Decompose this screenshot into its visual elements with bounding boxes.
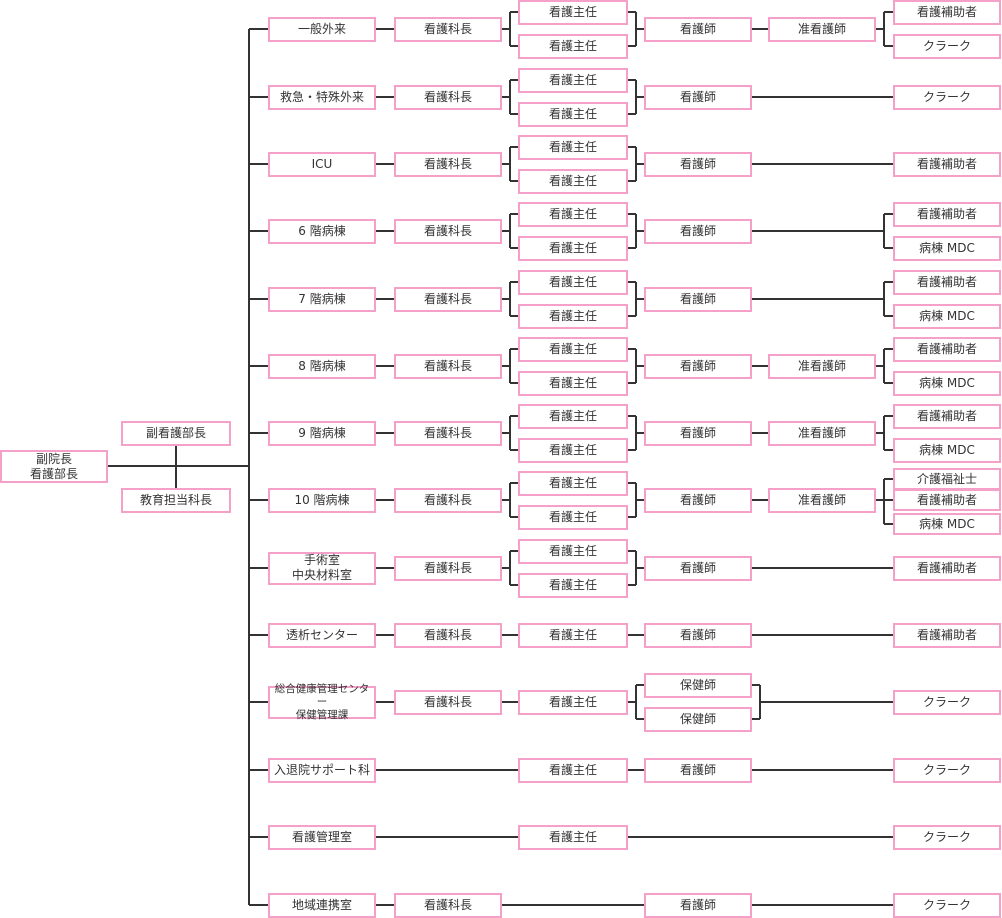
chief-box: 看護科長: [394, 622, 502, 648]
associate-nurse-box: 准看護師: [768, 487, 876, 513]
aide-box: 看護補助者: [893, 336, 1001, 362]
department-box: 地域連携室: [268, 892, 376, 918]
chief-box: 看護科長: [394, 487, 502, 513]
public-health-nurse-box: 保健師: [644, 706, 752, 732]
nurse-box: 看護師: [644, 16, 752, 42]
lead-nurse-box: 看護主任: [518, 370, 628, 396]
mdc-box: 病棟 MDC: [893, 437, 1001, 463]
chief-box: 看護科長: [394, 218, 502, 244]
chief-box: 看護科長: [394, 420, 502, 446]
care-box: 介護福祉士: [893, 468, 1001, 490]
lead-nurse-box: 看護主任: [518, 504, 628, 530]
chief-box: 看護科長: [394, 689, 502, 715]
associate-nurse-box: 准看護師: [768, 420, 876, 446]
lead-nurse-box: 看護主任: [518, 470, 628, 496]
department-box: 総合健康管理センター 保健管理課: [268, 683, 376, 721]
aide-box: 看護補助者: [893, 403, 1001, 429]
chief-box: 看護科長: [394, 84, 502, 110]
associate-nurse-box: 准看護師: [768, 16, 876, 42]
education-manager-box: 教育担当科長: [121, 488, 231, 513]
nurse-box: 看護師: [644, 420, 752, 446]
aide-box: 看護補助者: [893, 269, 1001, 295]
department-box: 一般外来: [268, 16, 376, 42]
nurse-box: 看護師: [644, 487, 752, 513]
deputy-director-box: 副看護部長: [121, 421, 231, 446]
aide-box: 看護補助者: [893, 622, 1001, 648]
department-box: ICU: [268, 151, 376, 177]
clerk-box: クラーク: [893, 689, 1001, 715]
nurse-box: 看護師: [644, 286, 752, 312]
chief-box: 看護科長: [394, 16, 502, 42]
department-box: 看護管理室: [268, 824, 376, 850]
department-box: 救急・特殊外来: [268, 84, 376, 110]
clerk-box: クラーク: [893, 33, 1001, 59]
clerk-box: クラーク: [893, 824, 1001, 850]
aide-box: 看護補助者: [893, 555, 1001, 581]
lead-nurse-box: 看護主任: [518, 757, 628, 783]
chief-box: 看護科長: [394, 555, 502, 581]
lead-nurse-box: 看護主任: [518, 269, 628, 295]
chief-box: 看護科長: [394, 353, 502, 379]
lead-nurse-box: 看護主任: [518, 201, 628, 227]
clerk-box: クラーク: [893, 84, 1001, 110]
aide-box: 看護補助者: [893, 201, 1001, 227]
lead-nurse-box: 看護主任: [518, 303, 628, 329]
department-box: 10 階病棟: [268, 487, 376, 513]
chief-box: 看護科長: [394, 892, 502, 918]
nurse-box: 看護師: [644, 84, 752, 110]
aide-box: 看護補助者: [893, 489, 1001, 511]
nurse-box: 看護師: [644, 892, 752, 918]
lead-nurse-box: 看護主任: [518, 336, 628, 362]
nurse-box: 看護師: [644, 622, 752, 648]
lead-nurse-box: 看護主任: [518, 538, 628, 564]
lead-nurse-box: 看護主任: [518, 572, 628, 598]
nurse-box: 看護師: [644, 757, 752, 783]
lead-nurse-box: 看護主任: [518, 168, 628, 194]
mdc-box: 病棟 MDC: [893, 303, 1001, 329]
department-box: 入退院サポート科: [268, 757, 376, 783]
department-box: 7 階病棟: [268, 286, 376, 312]
nurse-box: 看護師: [644, 218, 752, 244]
nurse-box: 看護師: [644, 555, 752, 581]
lead-nurse-box: 看護主任: [518, 0, 628, 25]
lead-nurse-box: 看護主任: [518, 403, 628, 429]
clerk-box: クラーク: [893, 892, 1001, 918]
clerk-box: クラーク: [893, 757, 1001, 783]
chief-box: 看護科長: [394, 286, 502, 312]
mdc-box: 病棟 MDC: [893, 235, 1001, 261]
department-box: 8 階病棟: [268, 353, 376, 379]
lead-nurse-box: 看護主任: [518, 622, 628, 648]
chief-box: 看護科長: [394, 151, 502, 177]
lead-nurse-box: 看護主任: [518, 33, 628, 59]
public-health-nurse-box: 保健師: [644, 672, 752, 698]
mdc-box: 病棟 MDC: [893, 370, 1001, 396]
nurse-box: 看護師: [644, 151, 752, 177]
aide-box: 看護補助者: [893, 151, 1001, 177]
lead-nurse-box: 看護主任: [518, 235, 628, 261]
lead-nurse-box: 看護主任: [518, 437, 628, 463]
department-box: 6 階病棟: [268, 218, 376, 244]
associate-nurse-box: 准看護師: [768, 353, 876, 379]
nurse-box: 看護師: [644, 353, 752, 379]
mdc-box: 病棟 MDC: [893, 513, 1001, 535]
department-box: 9 階病棟: [268, 420, 376, 446]
lead-nurse-box: 看護主任: [518, 134, 628, 160]
lead-nurse-box: 看護主任: [518, 689, 628, 715]
lead-nurse-box: 看護主任: [518, 67, 628, 93]
department-box: 透析センター: [268, 622, 376, 648]
director-box: 副院長 看護部長: [0, 450, 108, 483]
lead-nurse-box: 看護主任: [518, 824, 628, 850]
lead-nurse-box: 看護主任: [518, 101, 628, 127]
department-box: 手術室 中央材料室: [268, 551, 376, 585]
aide-box: 看護補助者: [893, 0, 1001, 25]
